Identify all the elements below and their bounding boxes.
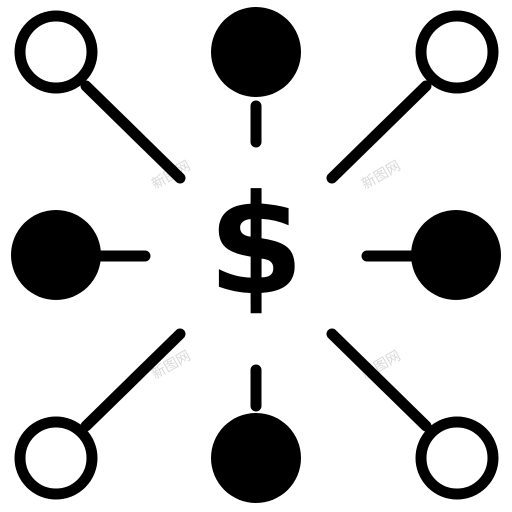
node-left-icon xyxy=(11,210,101,300)
node-bottom-right-icon xyxy=(415,416,499,500)
dollar-sign-icon: $ xyxy=(208,165,304,326)
node-bottom-left-icon xyxy=(14,416,98,500)
node-top-left-icon xyxy=(14,10,98,94)
node-top-right-icon xyxy=(415,10,499,94)
spoke-line-top-left xyxy=(80,80,186,184)
network-spokes xyxy=(11,7,501,503)
watermark-text-2: 新图网 xyxy=(359,158,403,193)
node-bottom-icon xyxy=(211,413,301,503)
spoke-line-bottom-left xyxy=(80,328,186,432)
node-right-icon xyxy=(411,210,501,300)
spoke-line-bottom-right xyxy=(326,328,432,432)
spoke-line-top-right xyxy=(326,80,432,184)
node-top-icon xyxy=(211,7,301,97)
